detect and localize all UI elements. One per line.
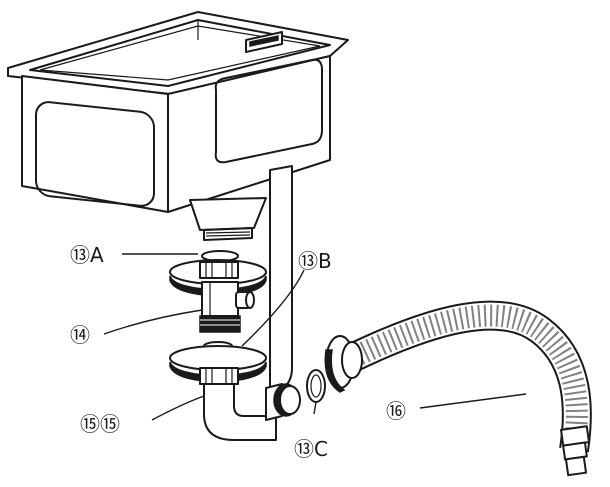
leader-lines — [103, 253, 527, 421]
overflow-tube — [269, 165, 293, 393]
lower-flange-nut — [169, 341, 267, 385]
label-13a: ⑬A — [70, 243, 104, 267]
p-trap-bend — [203, 383, 301, 441]
drain-hose-16 — [324, 300, 592, 477]
label-13c: ⑬C — [294, 437, 328, 461]
label-13b: ⑬B — [298, 249, 332, 273]
label-16: ⑯ — [386, 399, 406, 423]
sink-basin — [7, 11, 349, 241]
t-connector-14 — [199, 281, 255, 333]
label-14: ⑭ — [70, 323, 90, 347]
label-15: ⑮⑮ — [80, 412, 120, 436]
seal-13c — [306, 369, 326, 403]
